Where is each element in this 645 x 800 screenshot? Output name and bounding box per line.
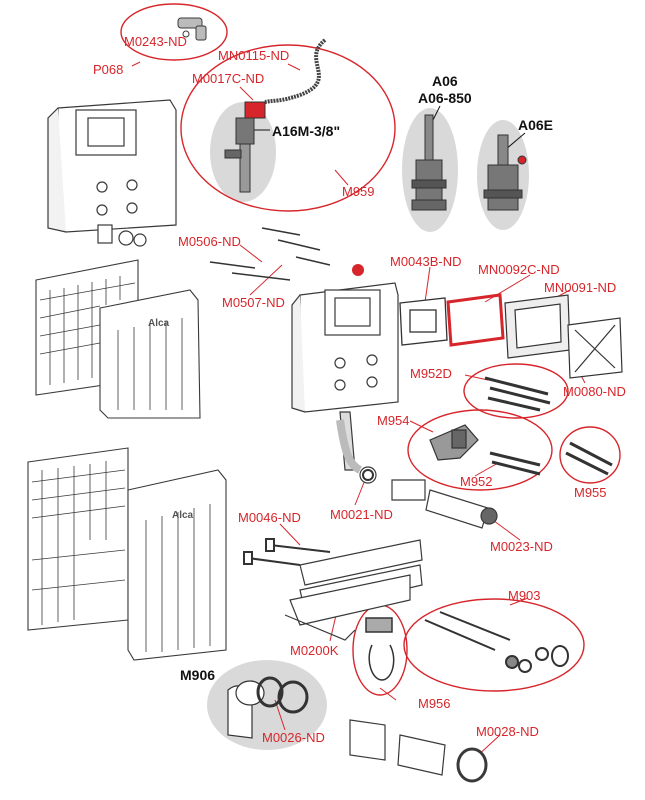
group-m0243 [120,3,228,61]
label-a16m: A16M-3/8" [272,123,340,139]
label-m0023: M0023-ND [490,539,553,554]
label-m0200k: M0200K [290,643,339,658]
elbow-m906 [227,676,309,739]
label-m0080: M0080-ND [563,384,626,399]
brand-logo-2: Alca [172,510,194,521]
rods-m955 [565,441,613,476]
insulation-panel-1 [35,259,201,419]
screw-set-m0506 [209,227,331,281]
group-m955 [559,426,621,484]
label-m954: M954 [377,413,410,428]
seals-small [362,469,374,481]
label-m952: M952 [460,474,493,489]
clamp-m956 [365,617,395,681]
label-m0243: M0243-ND [124,34,187,49]
label-m955: M955 [574,485,607,500]
label-mn0092c: MN0092C-ND [478,262,560,277]
label-m959: M959 [342,184,375,199]
flush-valve-a06 [411,114,447,211]
label-m0028: M0028-ND [476,724,539,739]
group-m903 [403,598,585,692]
rods-m952d [484,376,551,412]
fitting-m0243 [177,17,207,41]
label-m0506: M0506-ND [178,234,241,249]
label-m903: M903 [508,588,541,603]
label-a06-850: A06-850 [418,90,472,106]
group-m959 [180,44,396,212]
label-m0043b: M0043B-ND [390,254,462,269]
label-a06: A06 [432,73,458,89]
label-m0026: M0026-ND [262,730,325,745]
label-a06e: A06E [518,117,553,133]
label-m0046: M0046-ND [238,510,301,525]
label-p068: P068 [93,62,123,77]
cistern-frame-1 [47,99,177,247]
pipe-set-bottom [349,719,488,783]
fill-valve-a16m [224,101,266,193]
rods-m903 [424,611,569,673]
label-m0021: M0021-ND [330,507,393,522]
frame-mn0091 [504,294,571,359]
flush-valve-a06e [483,134,527,211]
group-m952d [463,363,569,419]
rods-m952 [489,451,541,476]
hose-mn0115 [264,38,327,104]
frame-m0043b [399,297,448,346]
mechanism-m954 [429,424,479,461]
frame-mn0092c [446,293,505,347]
bracket-m0200k [284,539,423,641]
label-m906: M906 [180,667,215,683]
label-mn0115: MN0115-ND [218,48,289,63]
group-m954 [407,409,553,491]
label-m0507: M0507-ND [222,295,285,310]
brand-logo-1: Alca [148,318,170,329]
frame-m0080 [567,317,623,379]
label-m0017c: M0017C-ND [192,71,264,86]
bolts-m0046 [243,538,331,566]
label-m956: M956 [418,696,451,711]
label-m952d: M952D [410,366,452,381]
insulation-panel-2 [27,447,227,661]
label-mn0091: MN0091-ND [544,280,616,295]
